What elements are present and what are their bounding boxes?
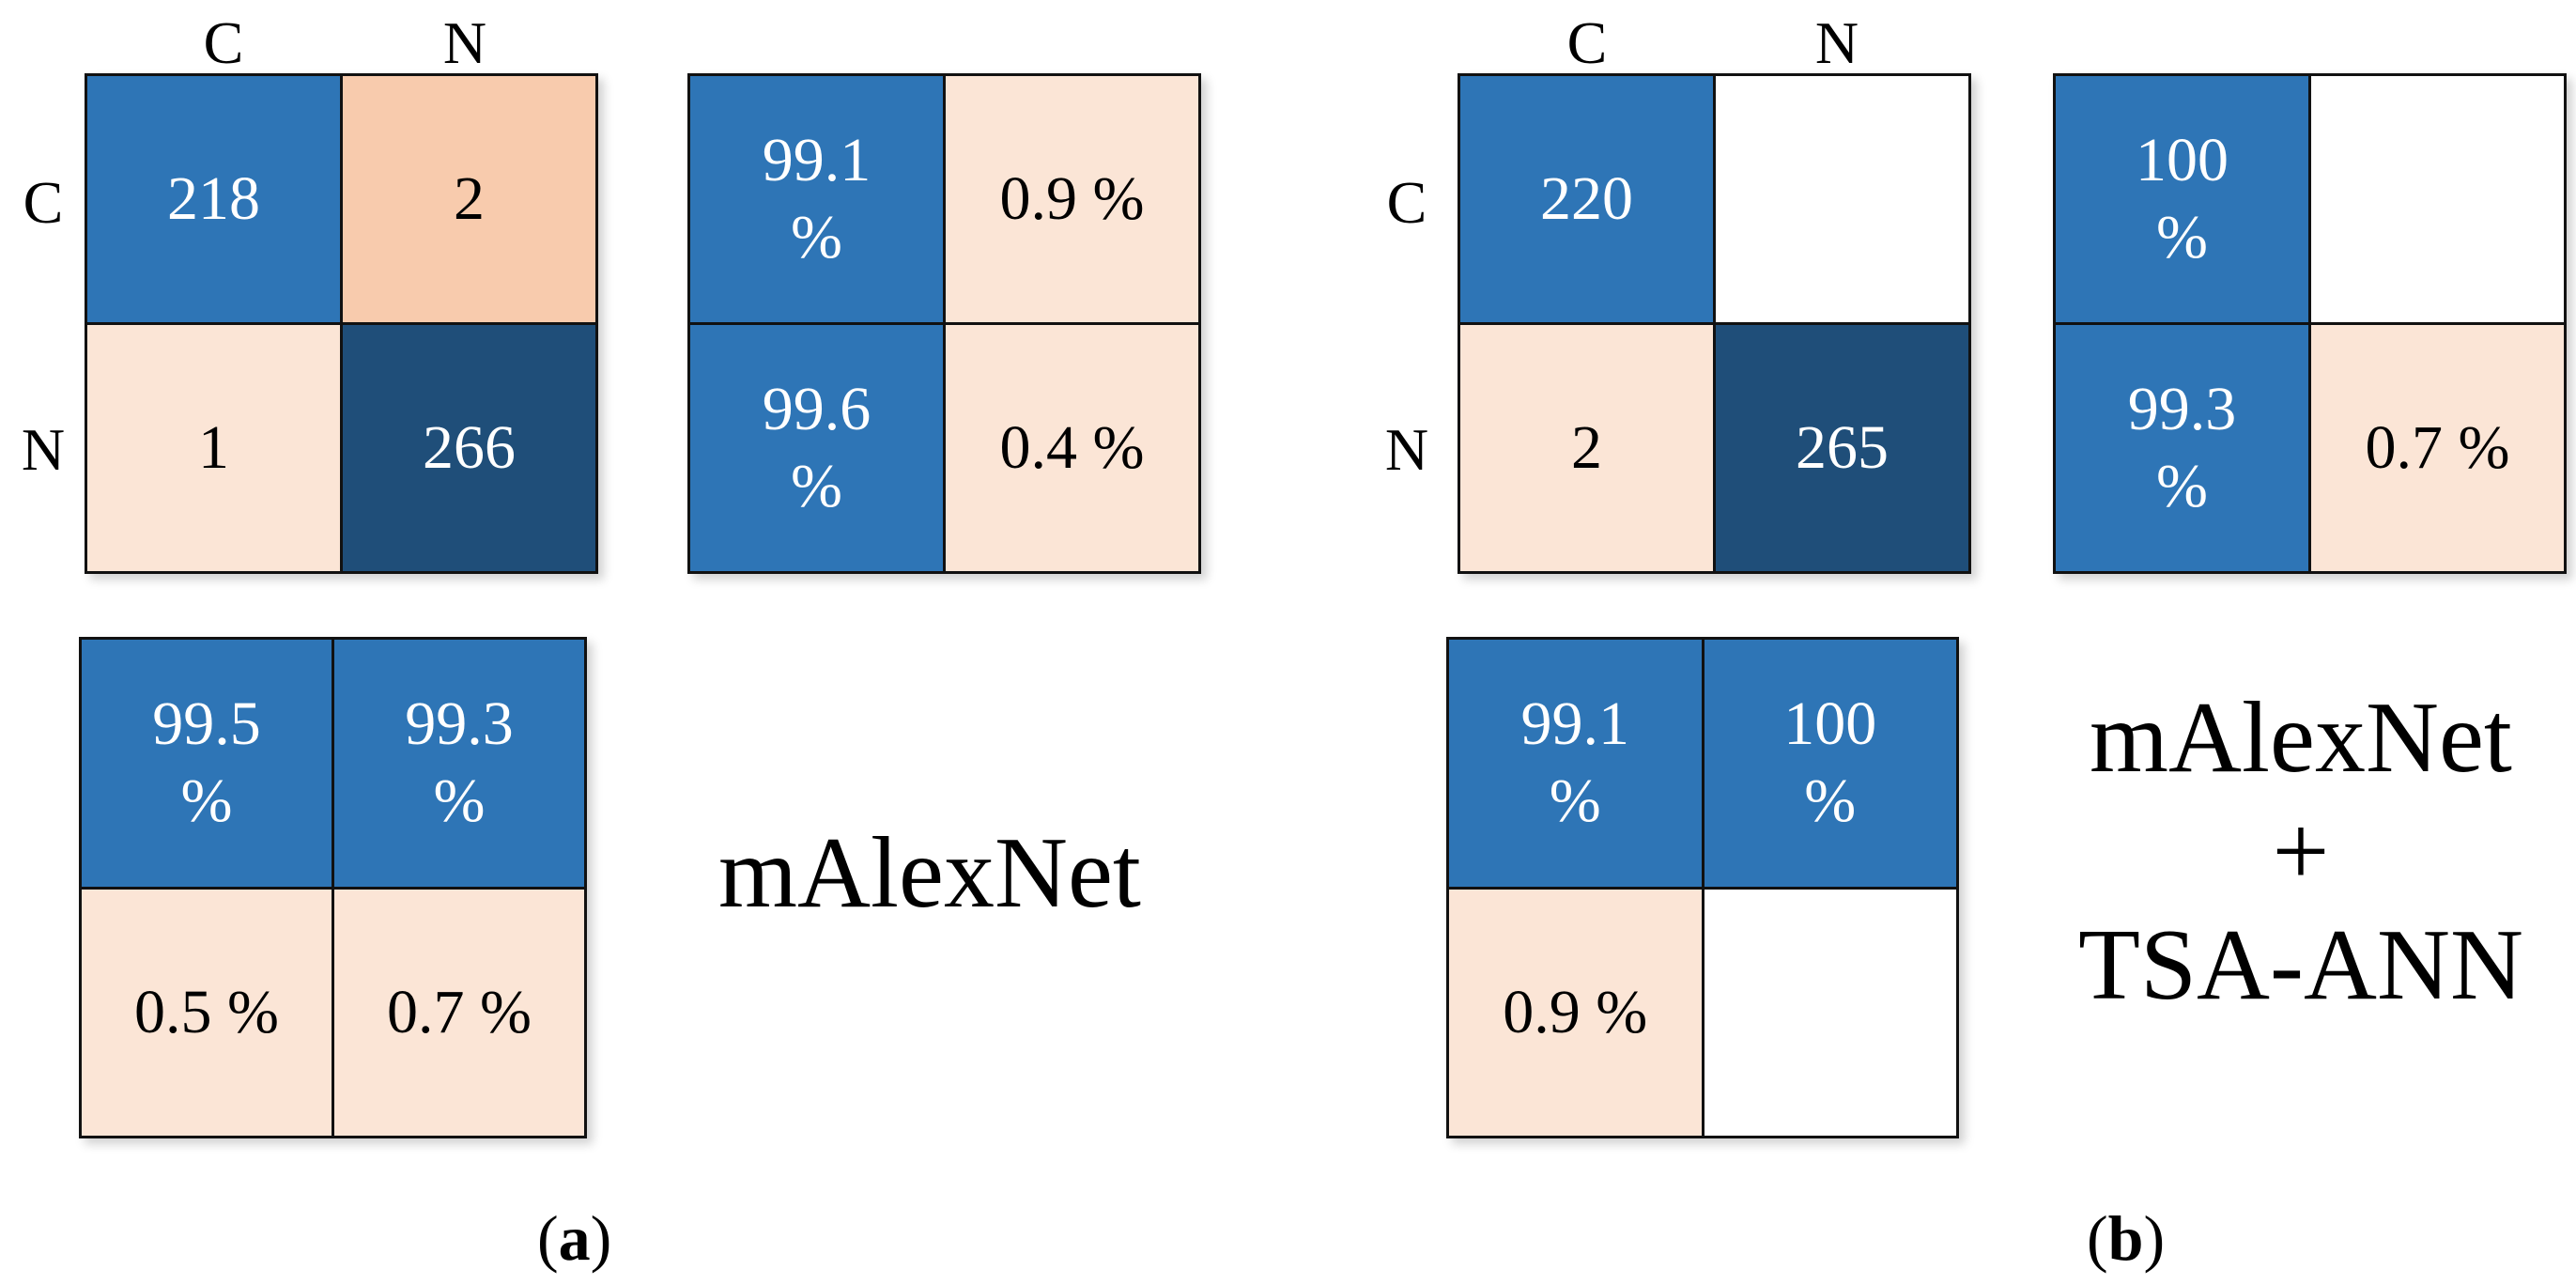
- cell-nc-count-b: 2: [1460, 325, 1713, 571]
- cell-cn-count-a: 2: [343, 76, 595, 322]
- method-label-b: mAlexNet + TSA-ANN: [2028, 682, 2573, 1023]
- confusion-matrix-counts-a: 218 2 1 266: [85, 73, 598, 574]
- row-header-c-b: C: [1386, 169, 1427, 236]
- cell-nn-rowpct-b: 0.7 %: [2311, 325, 2564, 571]
- cell-cc-count-a: 218: [87, 76, 340, 322]
- row-header-n-b: N: [1384, 416, 1429, 483]
- method-label-b-line3: TSA-ANN: [2078, 908, 2523, 1021]
- cell-nc-rowpct-b: 99.3 %: [2056, 325, 2308, 571]
- cell-c-colpct-a: 99.5 %: [82, 640, 332, 887]
- caption-b-close: ): [2143, 1202, 2166, 1274]
- cell-c-colerr-b: 0.9 %: [1449, 889, 1702, 1136]
- caption-a: (a): [537, 1206, 611, 1270]
- cell-cc-count-b: 220: [1460, 76, 1713, 322]
- caption-a-open: (: [537, 1202, 559, 1274]
- method-label-a: mAlexNet: [718, 817, 1141, 929]
- cell-nn-rowpct-a: 0.4 %: [946, 325, 1198, 571]
- cell-c-colpct-b: 99.1 %: [1449, 640, 1702, 887]
- cell-nn-count-b: 265: [1716, 325, 1968, 571]
- cell-nn-count-a: 266: [343, 325, 595, 571]
- cell-n-colpct-a: 99.3 %: [334, 640, 584, 887]
- caption-b-open: (: [2087, 1202, 2108, 1274]
- cell-nc-rowpct-a: 99.6 %: [690, 325, 943, 571]
- col-header-n-a: N: [442, 9, 487, 76]
- method-label-b-line1: mAlexNet: [2090, 682, 2512, 794]
- cell-n-colpct-b: 100 %: [1704, 640, 1956, 887]
- col-percent-matrix-a: 99.5 % 99.3 % 0.5 % 0.7 %: [79, 637, 587, 1138]
- row-percent-matrix-b: 100 % 99.3 % 0.7 %: [2053, 73, 2567, 574]
- col-percent-matrix-b: 99.1 % 100 % 0.9 %: [1446, 637, 1959, 1138]
- caption-b: (b): [2087, 1206, 2165, 1270]
- cell-n-colerr-a: 0.7 %: [334, 889, 584, 1136]
- cell-cc-rowpct-b: 100 %: [2056, 76, 2308, 322]
- caption-a-letter: a: [558, 1202, 591, 1274]
- cell-nc-count-a: 1: [87, 325, 340, 571]
- cell-cn-rowpct-b: [2311, 76, 2564, 322]
- cell-cc-rowpct-a: 99.1 %: [690, 76, 943, 322]
- cell-cn-count-b: [1716, 76, 1968, 322]
- cell-c-colerr-a: 0.5 %: [82, 889, 332, 1136]
- cell-cn-rowpct-a: 0.9 %: [946, 76, 1198, 322]
- col-header-c-b: C: [1566, 9, 1608, 76]
- col-header-c-a: C: [203, 9, 244, 76]
- row-header-n-a: N: [21, 416, 66, 483]
- method-label-b-plus: +: [2272, 795, 2330, 907]
- cell-n-colerr-b: [1704, 889, 1956, 1136]
- row-header-c-a: C: [23, 169, 64, 236]
- confusion-matrix-counts-b: 220 2 265: [1458, 73, 1971, 574]
- row-percent-matrix-a: 99.1 % 0.9 % 99.6 % 0.4 %: [687, 73, 1201, 574]
- caption-b-letter: b: [2107, 1202, 2144, 1274]
- col-header-n-b: N: [1814, 9, 1859, 76]
- caption-a-close: ): [590, 1202, 612, 1274]
